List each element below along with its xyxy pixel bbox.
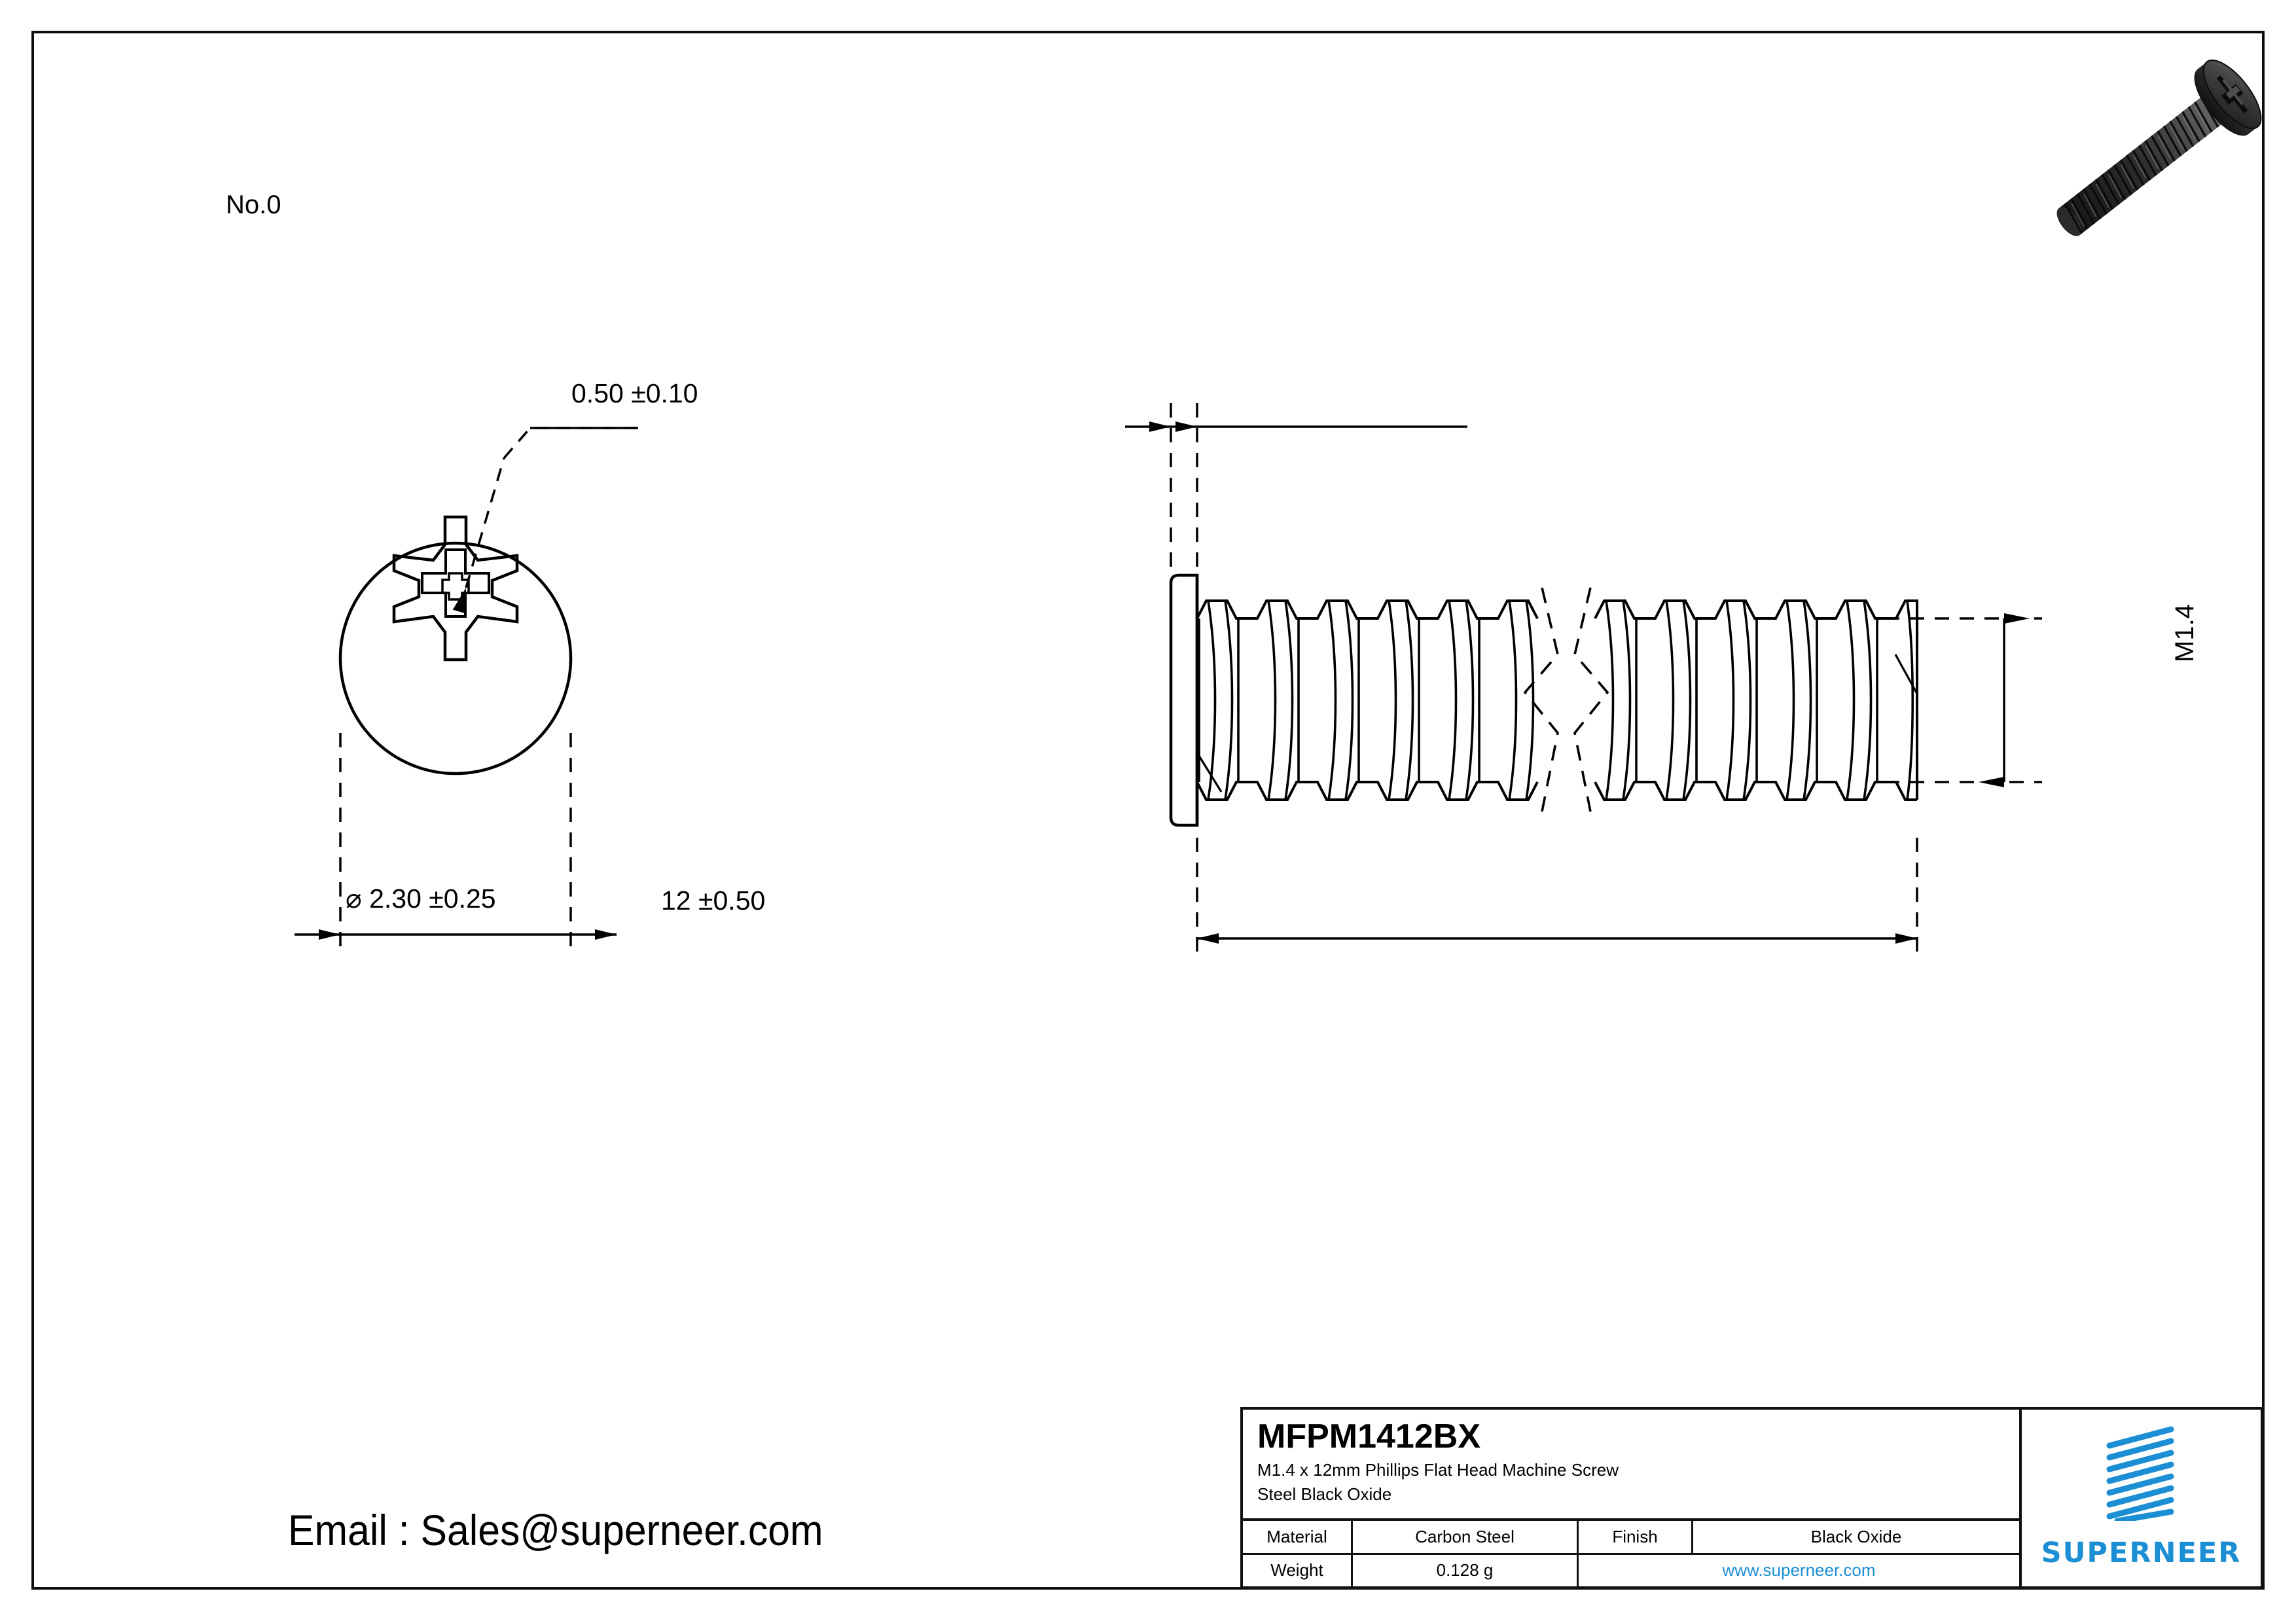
sheet-border (31, 31, 2265, 1590)
website-url[interactable]: www.superneer.com (1722, 1560, 1876, 1580)
part-number: MFPM1412BX (1257, 1418, 1480, 1455)
weight-value: 0.128 g (1353, 1554, 1579, 1586)
thread-segment-right (1594, 599, 1918, 801)
screw-side-view (1125, 403, 2042, 955)
no0-leader (452, 427, 638, 614)
length-dimension (1196, 838, 1918, 955)
title-block: MFPM1412BX M1.4 x 12mm Phillips Flat Hea… (1240, 1407, 2263, 1589)
head-diameter-label: ⌀ 2.30 ±0.25 (346, 883, 496, 914)
material-row: Material Carbon Steel Finish Black Oxide (1243, 1521, 2019, 1555)
description-line-1: M1.4 x 12mm Phillips Flat Head Machine S… (1257, 1460, 1619, 1480)
title-block-logo-cell: SUPERNEER (2022, 1410, 2261, 1586)
title-block-left: MFPM1412BX M1.4 x 12mm Phillips Flat Hea… (1243, 1410, 2022, 1586)
material-label: Material (1243, 1521, 1353, 1553)
title-block-description: MFPM1412BX M1.4 x 12mm Phillips Flat Hea… (1243, 1410, 2019, 1521)
sales-email-text: Email : Sales@superneer.com (288, 1506, 823, 1554)
weight-row: Weight 0.128 g www.superneer.com (1243, 1554, 2019, 1586)
material-value: Carbon Steel (1353, 1521, 1579, 1553)
thread-size-dimension (1885, 613, 2042, 787)
side-head-profile (1169, 573, 1199, 827)
finish-value: Black Oxide (1810, 1526, 1902, 1546)
length-label: 12 ±0.50 (661, 885, 766, 916)
head-outline-circle (338, 541, 573, 776)
thread-size-label: M1.4 (2170, 604, 2199, 662)
phillips-recess-inner (421, 548, 490, 618)
screw-3d-render (2056, 60, 2262, 236)
superneer-bars-logo (2106, 1426, 2174, 1521)
superneer-wordmark: SUPERNEER (2041, 1537, 2242, 1569)
phillips-recess-outline (392, 515, 519, 662)
finish-label: Finish (1579, 1521, 1693, 1553)
description-line-2: Steel Black Oxide (1257, 1484, 1392, 1504)
weight-label: Weight (1243, 1554, 1353, 1586)
break-line (1523, 587, 1609, 812)
head-top-view (295, 427, 638, 948)
head-diameter-dimension (295, 733, 617, 948)
thread-segment-left (1196, 599, 1539, 801)
head-height-dimension (1125, 403, 1467, 569)
head-height-label: 0.50 ±0.10 (571, 378, 698, 408)
recess-callout-label: No.0 (226, 190, 281, 219)
